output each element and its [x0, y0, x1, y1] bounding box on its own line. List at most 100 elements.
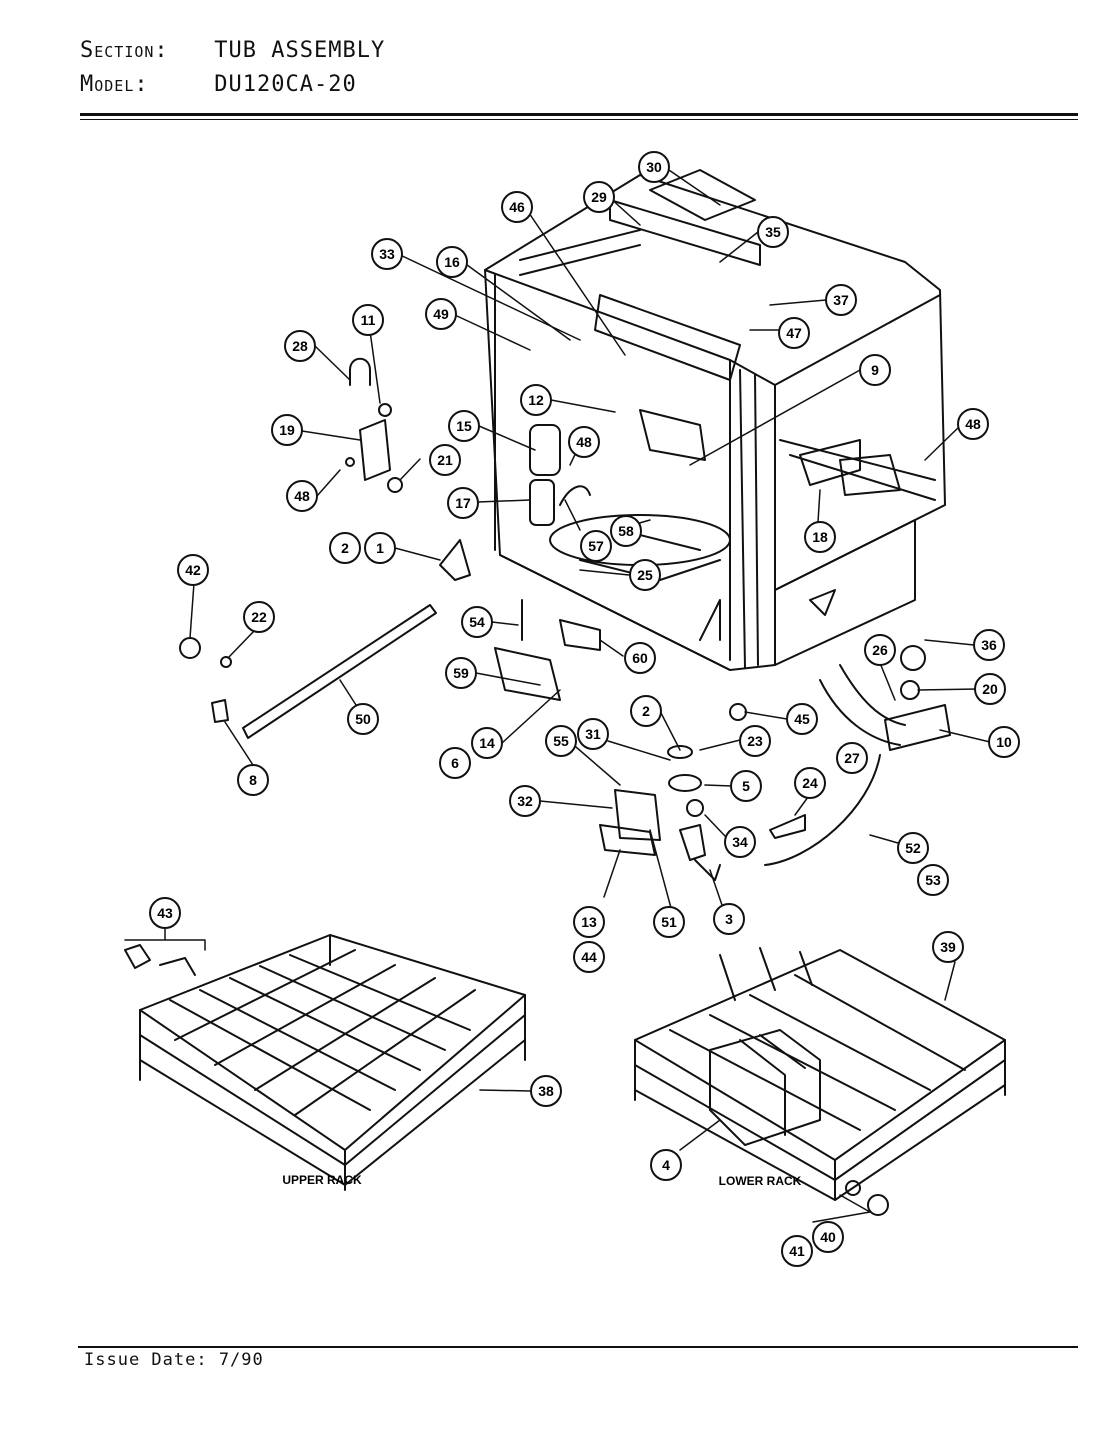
callout-number: 32 [517, 793, 533, 809]
callout-number: 54 [469, 614, 485, 630]
section-label: Section: [80, 38, 169, 63]
callout-number: 57 [588, 538, 604, 554]
callout-number: 46 [509, 199, 525, 215]
callout-circle [530, 1075, 562, 1107]
callout-circle [425, 298, 457, 330]
callout-33: 33 [371, 238, 403, 270]
callout-number: 31 [585, 726, 601, 742]
callout-number: 58 [618, 523, 634, 539]
callout-number: 52 [905, 840, 921, 856]
callout-35: 35 [757, 216, 789, 248]
upper-rack-label: UPPER RACK [282, 1173, 362, 1187]
callout-number: 29 [591, 189, 607, 205]
callout-number: 16 [444, 254, 460, 270]
callout-number: 33 [379, 246, 395, 262]
callout-circle [286, 480, 318, 512]
callout-number: 2 [642, 703, 650, 719]
callout-58: 58 [610, 515, 642, 547]
callout-circle [237, 764, 269, 796]
callout-10: 10 [988, 726, 1020, 758]
callout-circle [973, 629, 1005, 661]
callout-20: 20 [974, 673, 1006, 705]
callout-circle [730, 770, 762, 802]
callout-circle [804, 521, 836, 553]
callout-number: 18 [812, 529, 828, 545]
callout-39: 39 [932, 931, 964, 963]
issue-date: Issue Date: 7/90 [84, 1350, 264, 1370]
section-header: Section: TUB ASSEMBLY [80, 38, 385, 63]
callout-30: 30 [638, 151, 670, 183]
callout-circle [825, 284, 857, 316]
callout-40: 40 [812, 1221, 844, 1253]
callout-49: 49 [425, 298, 457, 330]
callout-circle [429, 444, 461, 476]
callout-number: 48 [965, 416, 981, 432]
callout-22: 22 [243, 601, 275, 633]
callout-number: 1 [376, 540, 384, 556]
callout-circle [781, 1235, 813, 1267]
callout-43: 43 [149, 897, 181, 929]
tub-body [484, 169, 946, 671]
callout-number: 41 [789, 1243, 805, 1259]
callout-4: 4 [650, 1149, 682, 1181]
callout-number: 15 [456, 418, 472, 434]
model-header: Model: DU120CA-20 [80, 72, 357, 97]
callout-circle [638, 151, 670, 183]
callout-2: 2 [329, 532, 361, 564]
callout-3: 3 [713, 903, 745, 935]
callout-circle [436, 246, 468, 278]
callout-26: 26 [864, 634, 896, 666]
callout-circle [786, 703, 818, 735]
callout-number: 2 [341, 540, 349, 556]
callout-12: 12 [520, 384, 552, 416]
callout-number: 6 [451, 755, 459, 771]
callout-circle [471, 727, 503, 759]
callout-circle [573, 906, 605, 938]
header-rule-thick [80, 113, 1078, 116]
callout-circle [568, 426, 600, 458]
callout-8: 8 [237, 764, 269, 796]
callout-57: 57 [580, 530, 612, 562]
lower-rack [634, 947, 1006, 1216]
callout-number: 38 [538, 1083, 554, 1099]
callout-52: 52 [897, 832, 929, 864]
callout-circle [897, 832, 929, 864]
upper-rack [124, 934, 526, 1191]
footer-rule [78, 1346, 1078, 1348]
callout-number: 44 [581, 949, 597, 965]
callout-number: 3 [725, 911, 733, 927]
section-value: TUB ASSEMBLY [214, 38, 386, 63]
callout-circle [974, 673, 1006, 705]
callout-number: 50 [355, 711, 371, 727]
callout-number: 53 [925, 872, 941, 888]
callout-47: 47 [778, 317, 810, 349]
callout-number: 4 [662, 1157, 670, 1173]
callout-28: 28 [284, 330, 316, 362]
callout-number: 51 [661, 914, 677, 930]
callout-16: 16 [436, 246, 468, 278]
callout-circle [864, 634, 896, 666]
callout-number: 48 [294, 488, 310, 504]
callout-number: 45 [794, 711, 810, 727]
callout-circle [364, 532, 396, 564]
callout-circle [724, 826, 756, 858]
callout-27: 27 [836, 742, 868, 774]
callout-circle [653, 906, 685, 938]
callout-number: 11 [361, 312, 376, 328]
callout-number: 55 [553, 733, 569, 749]
callout-circle [149, 897, 181, 929]
callout-41: 41 [781, 1235, 813, 1267]
callout-1: 1 [364, 532, 396, 564]
callout-48: 48 [957, 408, 989, 440]
callout-11: 11 [352, 304, 384, 336]
callout-circle [739, 725, 771, 757]
callout-number: 9 [871, 362, 879, 378]
callout-circle [629, 559, 661, 591]
callout-circle [794, 767, 826, 799]
callout-circle [577, 718, 609, 750]
callout-number: 48 [576, 434, 592, 450]
callout-14: 14 [471, 727, 503, 759]
callout-44: 44 [573, 941, 605, 973]
callout-number: 19 [279, 422, 295, 438]
